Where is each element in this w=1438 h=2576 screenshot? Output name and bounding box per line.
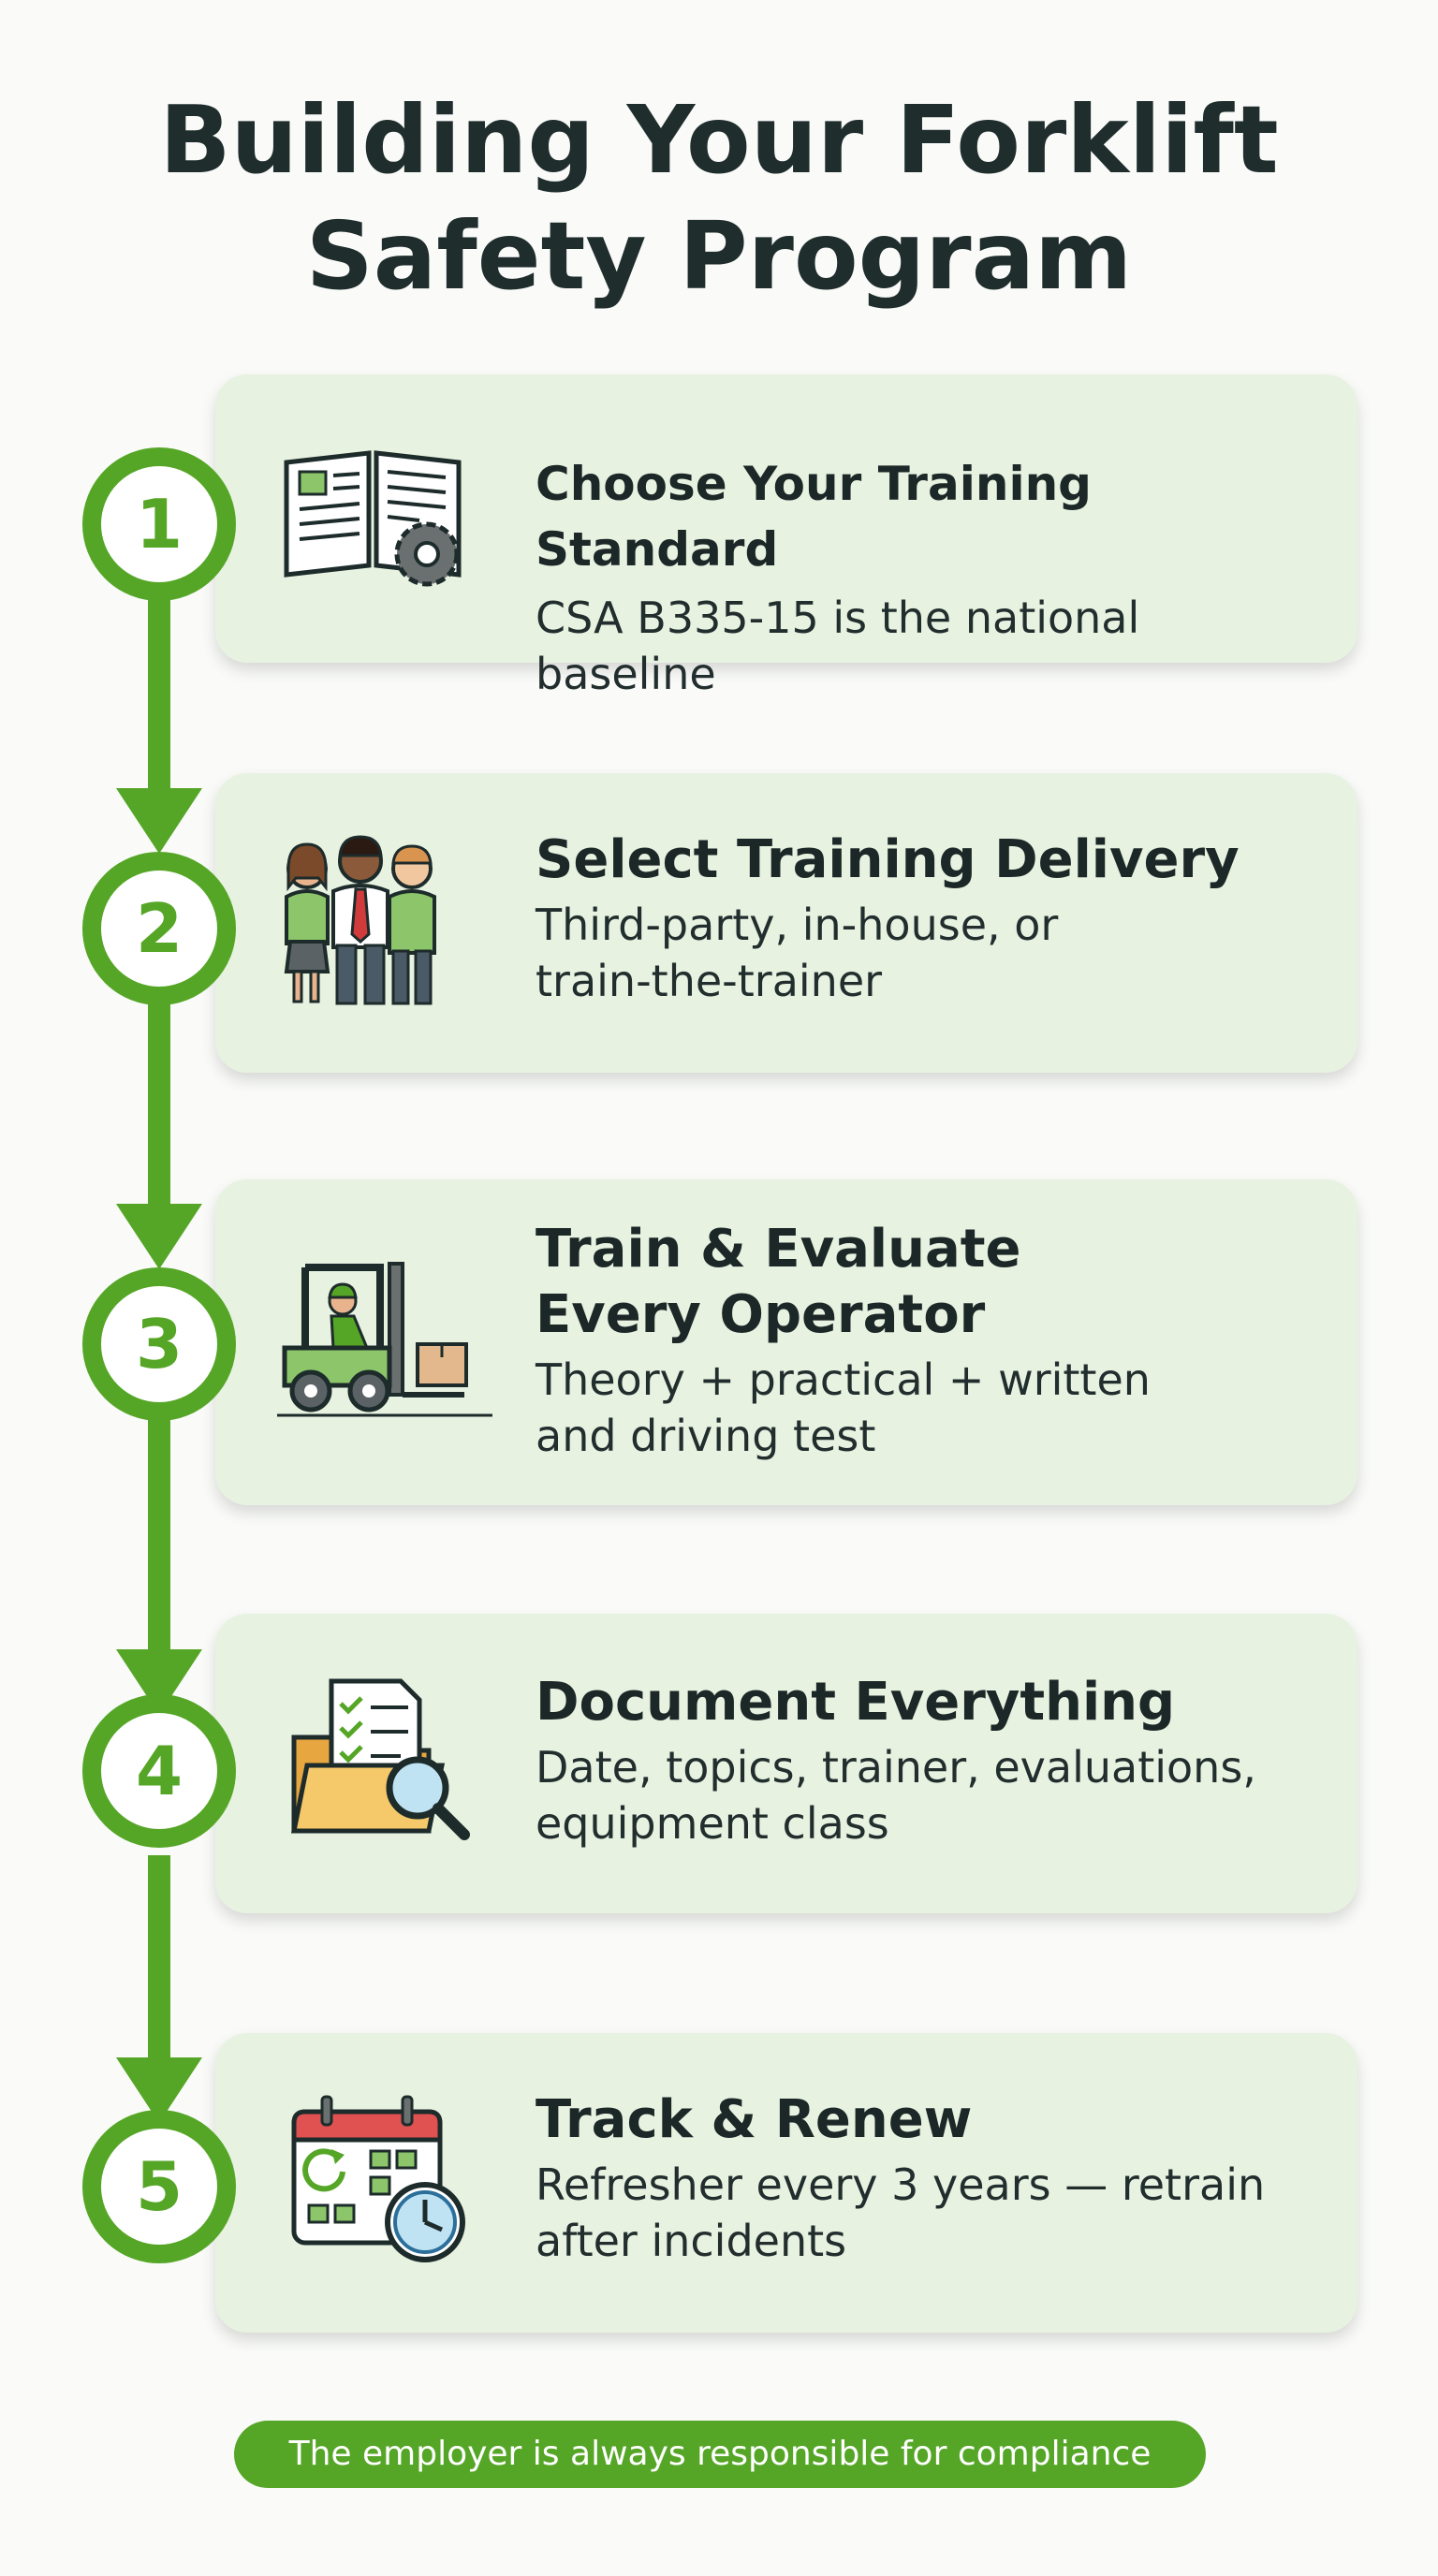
people-group-icon xyxy=(271,831,449,1013)
step-description-4: Date, topics, trainer, evaluations, equi… xyxy=(536,1742,1256,1849)
step-card-3: Train & Evaluate Every Operator Theory +… xyxy=(215,1179,1357,1505)
step-title-3: Train & Evaluate Every Operator xyxy=(536,1219,1021,1345)
step-description-1: CSA B335-15 is the national baseline xyxy=(536,593,1140,699)
step-number-3: 3 xyxy=(82,1267,236,1421)
step-card-2: Select Training Delivery Third-party, in… xyxy=(215,773,1357,1073)
calendar-clock-icon xyxy=(288,2093,476,2275)
step-number-5: 5 xyxy=(82,2110,236,2263)
step-number-1: 1 xyxy=(82,447,236,601)
step-card-5: Track & Renew Refresher every 3 years — … xyxy=(215,2033,1357,2333)
step-description-3: Theory + practical + written and driving… xyxy=(536,1354,1151,1461)
forklift-operator-icon xyxy=(277,1254,492,1427)
step-title-5: Track & Renew xyxy=(536,2089,973,2150)
page-title: Building Your Forklift Safety Program xyxy=(0,82,1438,315)
step-title-1: Choose Your Training Standard xyxy=(536,457,1092,577)
step-number-2: 2 xyxy=(82,852,236,1005)
step-description-5: Refresher every 3 years — retrain after … xyxy=(536,2159,1266,2266)
step-number-4: 4 xyxy=(82,1694,236,1848)
step-title-4: Document Everything xyxy=(536,1672,1176,1733)
compliance-banner: The employer is always responsible for c… xyxy=(234,2421,1206,2488)
title-line-2: Safety Program xyxy=(305,201,1133,311)
step-card-1: Choose Your Training Standard CSA B335-1… xyxy=(215,374,1357,699)
folder-checklist-magnifier-icon xyxy=(288,1672,476,1853)
open-book-gear-icon xyxy=(279,444,466,597)
step-card-4: Document Everything Date, topics, traine… xyxy=(215,1614,1357,1913)
title-line-1: Building Your Forklift xyxy=(159,85,1279,195)
step-title-2: Select Training Delivery xyxy=(536,829,1240,890)
step-description-2: Third-party, in-house, or train-the-trai… xyxy=(536,900,1059,1006)
